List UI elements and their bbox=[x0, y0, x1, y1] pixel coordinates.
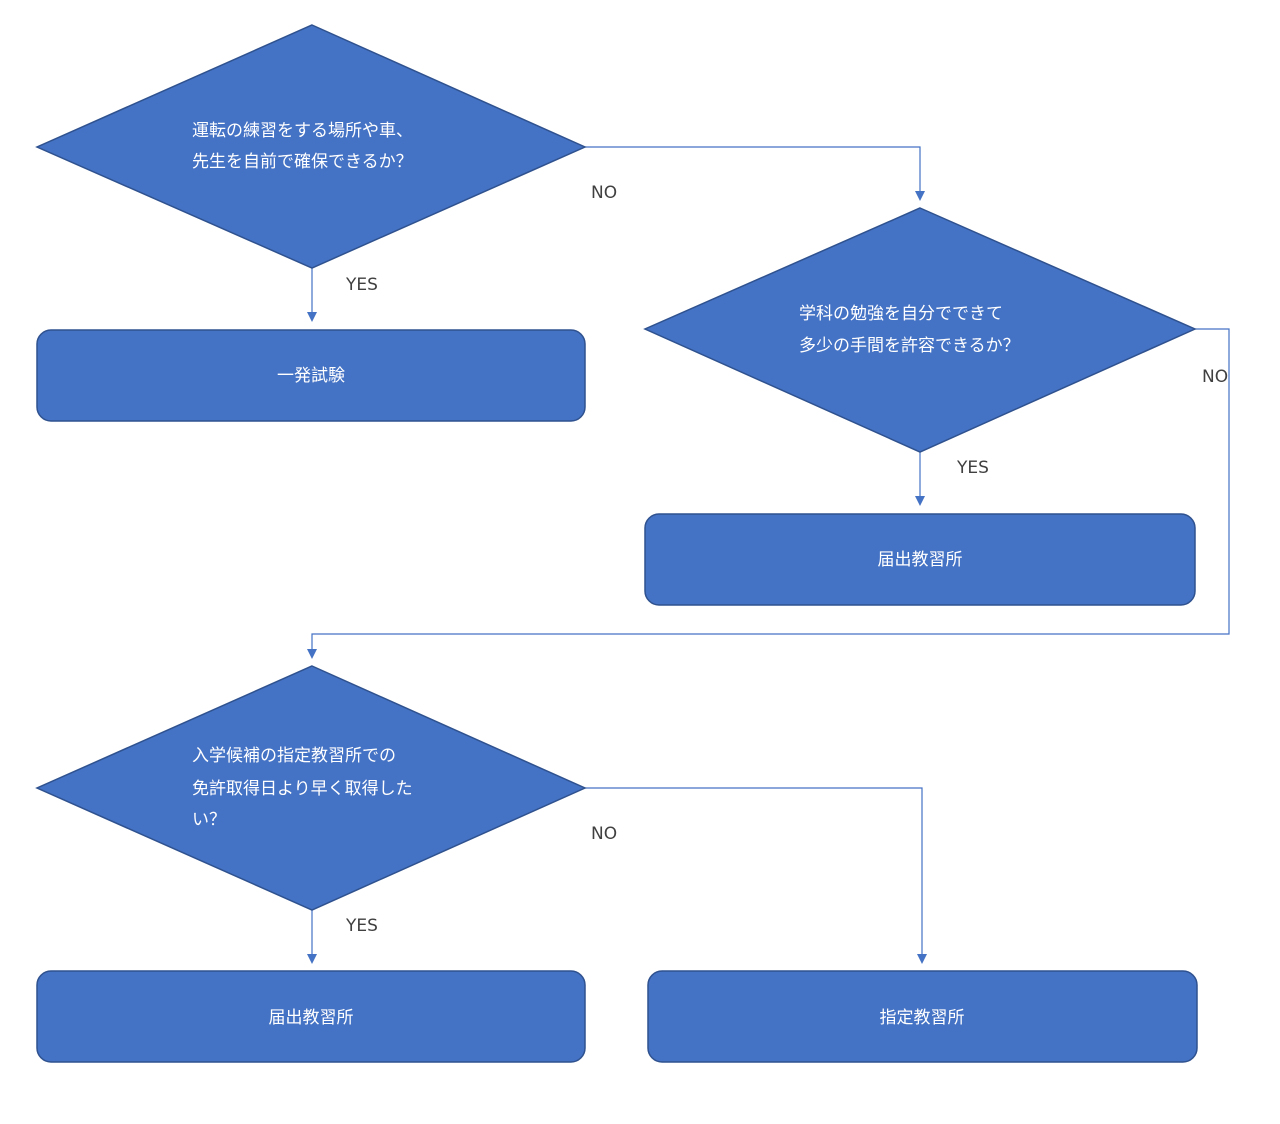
decision-early-license: 入学候補の指定教習所での 免許取得日より早く取得した い？ bbox=[35, 665, 587, 911]
yes-label: YES bbox=[345, 916, 378, 936]
decision-self-study: 学科の勉強を自分でできて 多少の手間を許容できるか？ bbox=[643, 207, 1197, 453]
yes-label: YES bbox=[345, 275, 378, 295]
connector-d2-no bbox=[307, 328, 1230, 659]
decision-text-line: い？ bbox=[192, 810, 226, 830]
decision-self-practice: 運転の練習をする場所や車、 先生を自前で確保できるか？ bbox=[35, 24, 587, 269]
connector-d1-no bbox=[585, 146, 925, 201]
outcome-box bbox=[644, 513, 1196, 606]
outcome-box bbox=[36, 970, 586, 1063]
decision-text-line: 多少の手間を許容できるか？ bbox=[799, 336, 1020, 356]
connectors bbox=[307, 146, 1230, 964]
decision-text-line: 免許取得日より早く取得した bbox=[192, 779, 413, 799]
outcome-ippatsu-shiken: 一発試験 bbox=[36, 329, 586, 422]
outcome-label: 指定教習所 bbox=[880, 1008, 965, 1028]
decision-diamond bbox=[35, 665, 587, 911]
connector-d3-no bbox=[585, 787, 927, 964]
outcome-label: 届出教習所 bbox=[878, 550, 963, 570]
no-label: NO bbox=[591, 824, 617, 844]
no-label: NO bbox=[591, 183, 617, 203]
outcome-box bbox=[647, 970, 1198, 1063]
decision-text-line: 先生を自前で確保できるか？ bbox=[192, 152, 413, 172]
decision-text-line: 入学候補の指定教習所での bbox=[192, 746, 396, 766]
decision-diamond bbox=[643, 207, 1197, 453]
outcome-label: 一発試験 bbox=[277, 366, 345, 386]
outcome-todokede-kyoshujo: 届出教習所 bbox=[644, 513, 1196, 606]
decision-diamond bbox=[35, 24, 587, 269]
yes-label: YES bbox=[956, 458, 989, 478]
no-label: NO bbox=[1202, 367, 1228, 387]
outcome-label: 届出教習所 bbox=[269, 1008, 354, 1028]
decision-text-line: 運転の練習をする場所や車、 bbox=[192, 121, 413, 141]
outcome-shitei-kyoshujo: 指定教習所 bbox=[647, 970, 1198, 1063]
decision-text-line: 学科の勉強を自分でできて bbox=[799, 304, 1003, 324]
outcome-todokede-kyoshujo-2: 届出教習所 bbox=[36, 970, 586, 1063]
outcome-box bbox=[36, 329, 586, 422]
